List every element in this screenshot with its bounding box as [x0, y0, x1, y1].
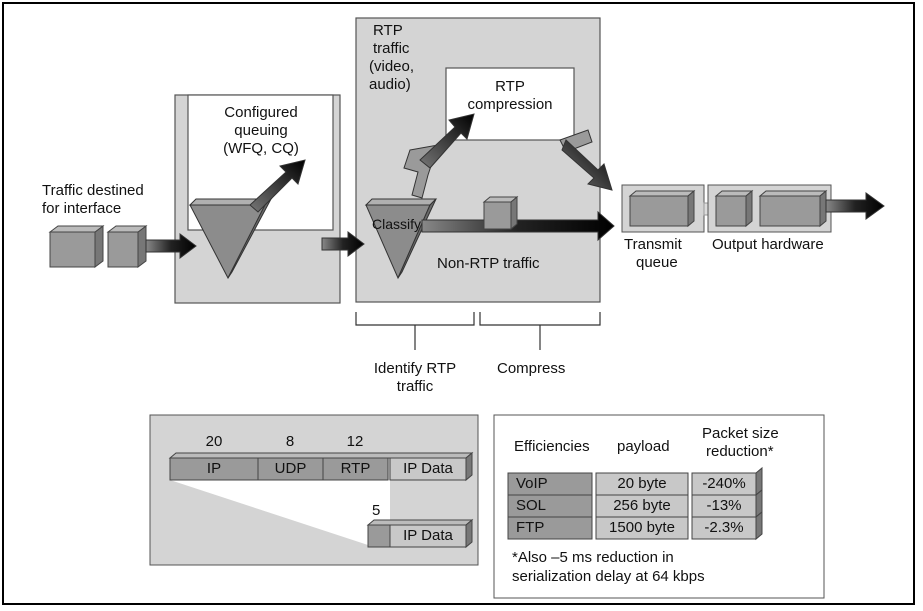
rtp-up-arrow: [403, 113, 475, 199]
packet-size-header-line1: Packet size: [702, 425, 779, 442]
row-ftp-type: FTP: [516, 519, 545, 536]
row-ftp-payload: 1500 byte: [609, 519, 675, 536]
traffic-destined-label-line1: Traffic destined: [42, 182, 144, 199]
header-field-ip-data: IP Data: [403, 460, 453, 477]
configured-queuing-label-line2: queuing: [234, 122, 288, 139]
queuing-diagonal-arrow: [249, 159, 306, 213]
row-voip-reduction: -240%: [702, 475, 746, 492]
header-size-rtp: 12: [346, 433, 364, 450]
compressed-field-ip-data: IP Data: [403, 527, 453, 544]
row-sol-payload: 256 byte: [613, 497, 671, 514]
output-hardware-label: Output hardware: [712, 236, 824, 253]
output-hardware-box: [707, 184, 832, 233]
input-packets: [48, 225, 148, 268]
traffic-destined-label-line2: for interface: [42, 200, 122, 217]
header-field-udp: UDP: [274, 460, 307, 477]
transmit-queue-box: [621, 184, 705, 233]
classify-label: Classify: [372, 216, 422, 232]
rtp-traffic-label-line3: (video,: [369, 58, 415, 75]
header-size-ip: 20: [205, 433, 223, 450]
header-compression-panel: [149, 414, 479, 566]
efficiencies-header: Efficiencies: [514, 438, 590, 455]
rtp-compression-label-line1: RTP: [495, 78, 525, 95]
row-voip-type: VoIP: [516, 475, 548, 492]
arrow-into-classifier: [321, 231, 365, 257]
compress-bracket: [479, 312, 601, 350]
row-sol-reduction: -13%: [706, 497, 742, 514]
row-sol-type: SOL: [516, 497, 547, 514]
rtp-down-arrow: [559, 129, 613, 191]
classifier-funnel: [364, 198, 438, 280]
rtp-traffic-label-line2: traffic: [373, 40, 410, 57]
footnote-line2: serialization delay at 64 kbps: [512, 568, 705, 585]
configured-queuing-label-line1: Configured: [224, 104, 298, 121]
payload-header: payload: [617, 438, 670, 455]
identify-rtp-label-line2: traffic: [396, 378, 434, 395]
diagram-frame: [2, 2, 915, 605]
non-rtp-traffic-label: Non-RTP traffic: [437, 255, 540, 272]
efficiencies-panel: [493, 414, 825, 599]
configured-queuing-label-line3: (WFQ, CQ): [223, 140, 299, 157]
identify-rtp-label-line1: Identify RTP: [373, 360, 457, 377]
output-arrow: [825, 192, 885, 220]
rtp-traffic-label-line1: RTP: [373, 22, 403, 39]
header-size-udp: 8: [285, 433, 295, 450]
compressed-header-size: 5: [372, 502, 381, 519]
rtp-traffic-label-line4: audio): [369, 76, 411, 93]
footnote-line1: *Also –5 ms reduction in: [512, 549, 674, 566]
header-field-rtp: RTP: [340, 460, 371, 477]
row-ftp-reduction: -2.3%: [704, 519, 744, 536]
transmit-queue-label-line2: queue: [636, 254, 678, 271]
non-rtp-arrow: [421, 195, 615, 242]
row-voip-payload: 20 byte: [617, 475, 667, 492]
transmit-queue-label-line1: Transmit: [624, 236, 682, 253]
packet-size-header-line2: reduction*: [706, 443, 774, 460]
header-field-ip: IP: [206, 460, 222, 477]
arrow-into-queuing: [145, 233, 197, 259]
identify-bracket: [355, 312, 475, 350]
compress-label: Compress: [497, 360, 566, 377]
rtp-compression-label-line2: compression: [467, 96, 553, 113]
